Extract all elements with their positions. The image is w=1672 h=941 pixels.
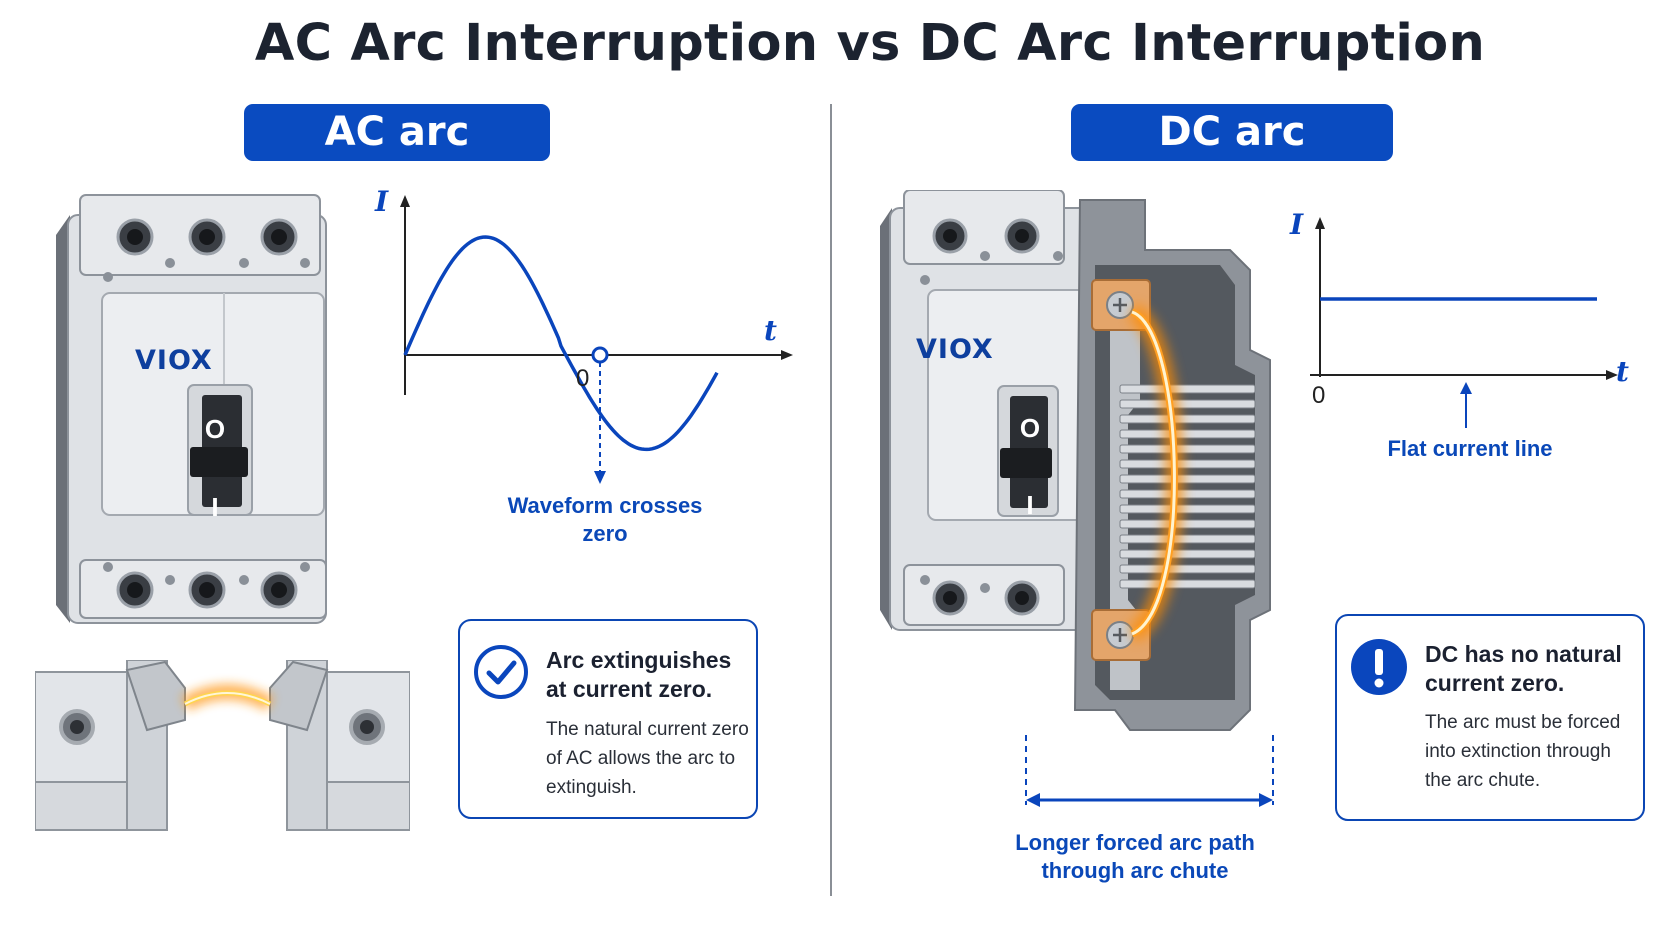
dc-y-axis-label: I (1290, 208, 1303, 241)
arc-chute-plate (1120, 490, 1255, 498)
dc-current-graph (1300, 205, 1650, 405)
arc-chute-plate (1120, 415, 1255, 423)
arc-chute-plate (1120, 535, 1255, 543)
dc-origin-label: 0 (1312, 382, 1325, 410)
dc-arc-header: DC arc (1071, 104, 1393, 161)
arc-chute-plate (1120, 520, 1255, 528)
ac-switch-on-label: I (202, 492, 228, 523)
arc-chute-plate (1120, 460, 1255, 468)
ac-switch-off-label: O (202, 414, 228, 445)
arc-chute-plate (1120, 400, 1255, 408)
dc-card-title: DC has no natural current zero. (1425, 640, 1635, 698)
dc-info-card: DC has no natural current zero. The arc … (1335, 614, 1645, 821)
arc-chute-plate (1120, 565, 1255, 573)
waveform-note: Waveform crosses zero (500, 492, 710, 548)
arc-chute-plate (1120, 430, 1255, 438)
ac-card-title: Arc extinguishes at current zero. (546, 646, 746, 704)
ac-card-body: The natural current zero of AC allows th… (546, 715, 751, 802)
dc-brand-logo: VIOX (916, 334, 994, 365)
ac-y-axis-label: I (375, 185, 388, 218)
arc-path-note: Longer forced arc path through arc chute (985, 829, 1285, 885)
ac-arc-header: AC arc (244, 104, 550, 161)
ac-x-axis-label: t (764, 314, 777, 347)
dc-breaker-illustration (870, 190, 1290, 760)
ac-sine-wave (405, 237, 717, 449)
ac-contact-closeup (35, 660, 410, 835)
arc-chute-plate (1120, 385, 1255, 393)
dc-switch-on-label: I (1017, 490, 1043, 521)
dc-switch-off-label: O (1017, 413, 1043, 444)
check-circle-icon (473, 644, 529, 700)
arrow-up-icon (1455, 380, 1479, 430)
arc-path-dimension (1015, 735, 1285, 815)
ac-info-card: Arc extinguishes at current zero. The na… (458, 619, 758, 819)
dc-x-axis-label: t (1616, 355, 1629, 388)
arrow-down-icon (594, 471, 606, 484)
arc-chute-plate (1120, 475, 1255, 483)
exclamation-circle-icon (1350, 638, 1408, 696)
ac-origin-label: 0 (576, 365, 589, 393)
dc-card-body: The arc must be forced into extinction t… (1425, 708, 1637, 795)
arc-chute-plate (1120, 505, 1255, 513)
arc-chute-plate (1120, 550, 1255, 558)
ac-brand-logo: VIOX (135, 345, 213, 376)
ac-breaker-illustration (40, 185, 340, 645)
flat-current-note: Flat current line (1370, 435, 1570, 463)
center-divider (830, 104, 832, 896)
arc-chute-plate (1120, 580, 1255, 588)
page-title: AC Arc Interruption vs DC Arc Interrupti… (0, 14, 1672, 73)
arc-chute-plate (1120, 445, 1255, 453)
zero-crossing-marker (593, 348, 607, 362)
ac-waveform-graph (365, 185, 795, 485)
